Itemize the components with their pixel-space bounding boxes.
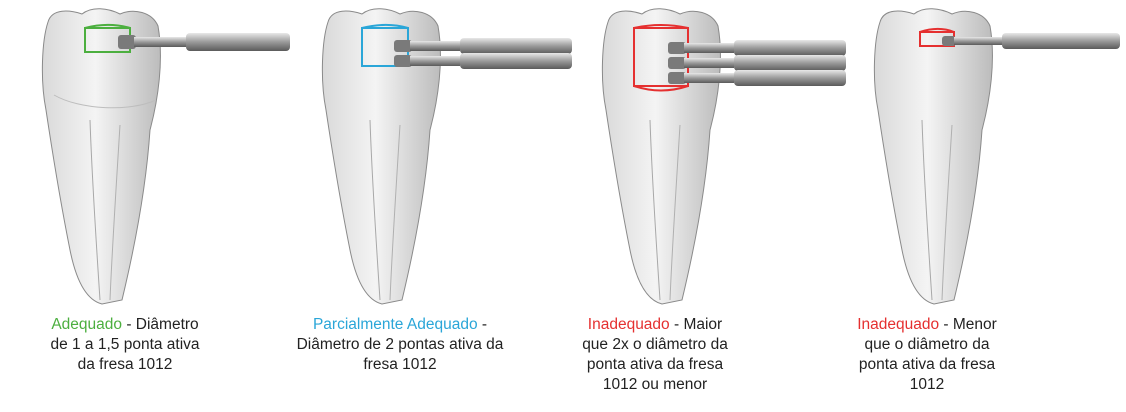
status-label: Adequado	[51, 316, 122, 333]
status-label: Parcialmente Adequado	[313, 316, 478, 333]
caption-line: da fresa 1012	[78, 356, 173, 373]
bur-instrument	[668, 40, 846, 86]
tooth-illustration	[30, 0, 300, 310]
panel-inadequado-menor: Inadequado - Menor que o diâmetro da pon…	[862, 0, 1122, 412]
caption-line: - Diâmetro	[122, 316, 199, 333]
status-label: Inadequado	[857, 316, 939, 333]
tooth-illustration	[590, 0, 860, 310]
caption-line: ponta ativa da fresa	[587, 356, 723, 373]
caption-line: -	[478, 316, 487, 333]
caption-line: que 2x o diâmetro da	[582, 336, 728, 353]
caption-inadequado-maior: Inadequado - Maior que 2x o diâmetro da …	[530, 315, 780, 395]
panel-inadequado-maior: Inadequado - Maior que 2x o diâmetro da …	[590, 0, 850, 412]
caption-inadequado-menor: Inadequado - Menor que o diâmetro da pon…	[817, 315, 1037, 395]
caption-line: fresa 1012	[363, 356, 436, 373]
caption-line: 1012 ou menor	[603, 376, 707, 393]
tooth-illustration	[310, 0, 580, 310]
caption-line: Diâmetro de 2 pontas ativa da	[297, 336, 504, 353]
caption-line: que o diâmetro da	[865, 336, 990, 353]
caption-parcialmente-adequado: Parcialmente Adequado - Diâmetro de 2 po…	[230, 315, 570, 375]
tooth-illustration	[862, 0, 1126, 310]
caption-line: - Maior	[670, 316, 723, 333]
caption-line: ponta ativa da fresa	[859, 356, 995, 373]
caption-line: 1012	[910, 376, 944, 393]
tooth-crown-root	[42, 9, 160, 304]
caption-adequado: Adequado - Diâmetro de 1 a 1,5 ponta ati…	[30, 315, 220, 375]
status-label: Inadequado	[588, 316, 670, 333]
caption-line: de 1 a 1,5 ponta ativa	[50, 336, 199, 353]
caption-line: - Menor	[939, 316, 997, 333]
